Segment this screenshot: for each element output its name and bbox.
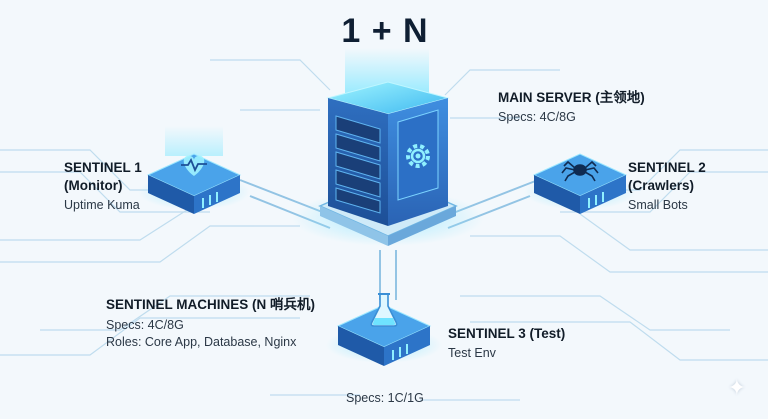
sentinel-machines-label: SENTINEL MACHINES (N 哨兵机) xyxy=(106,297,316,312)
main-server-specs: Specs: 4C/8G xyxy=(498,110,576,124)
sentinel-machines-specs: Specs: 4C/8G xyxy=(106,318,184,332)
heart-pulse-icon xyxy=(181,155,207,176)
sentinel-2-desc: Small Bots xyxy=(628,198,688,212)
flask-icon xyxy=(370,293,398,327)
sparkle-icon: ✦ xyxy=(727,375,746,400)
sentinel-3-desc: Test Env xyxy=(448,346,496,360)
spider-icon xyxy=(561,160,599,182)
sentinel-1-role: (Monitor) xyxy=(64,178,123,193)
sentinel-1-desc: Uptime Kuma xyxy=(64,198,140,212)
sentinel-1-label: SENTINEL 1 xyxy=(64,160,142,175)
circuit-traces xyxy=(0,59,768,401)
sentinel-3-label: SENTINEL 3 (Test) xyxy=(448,326,566,341)
main-server-label: MAIN SERVER (主领地) xyxy=(498,90,645,105)
sentinel-machines-roles: Roles: Core App, Database, Nginx xyxy=(106,335,297,349)
sentinel-3-node xyxy=(326,304,442,366)
sentinel-2-label: SENTINEL 2 xyxy=(628,160,706,175)
sentinel-2-node xyxy=(524,153,636,214)
diagram-title: 1 + N xyxy=(341,12,429,50)
sentinel-1-node xyxy=(138,126,250,214)
sentinel-2-role: (Crawlers) xyxy=(628,178,695,193)
gear-icon xyxy=(406,144,430,168)
main-server-tower xyxy=(326,81,450,226)
sentinel-3-specs: Specs: 1C/1G xyxy=(346,391,424,405)
